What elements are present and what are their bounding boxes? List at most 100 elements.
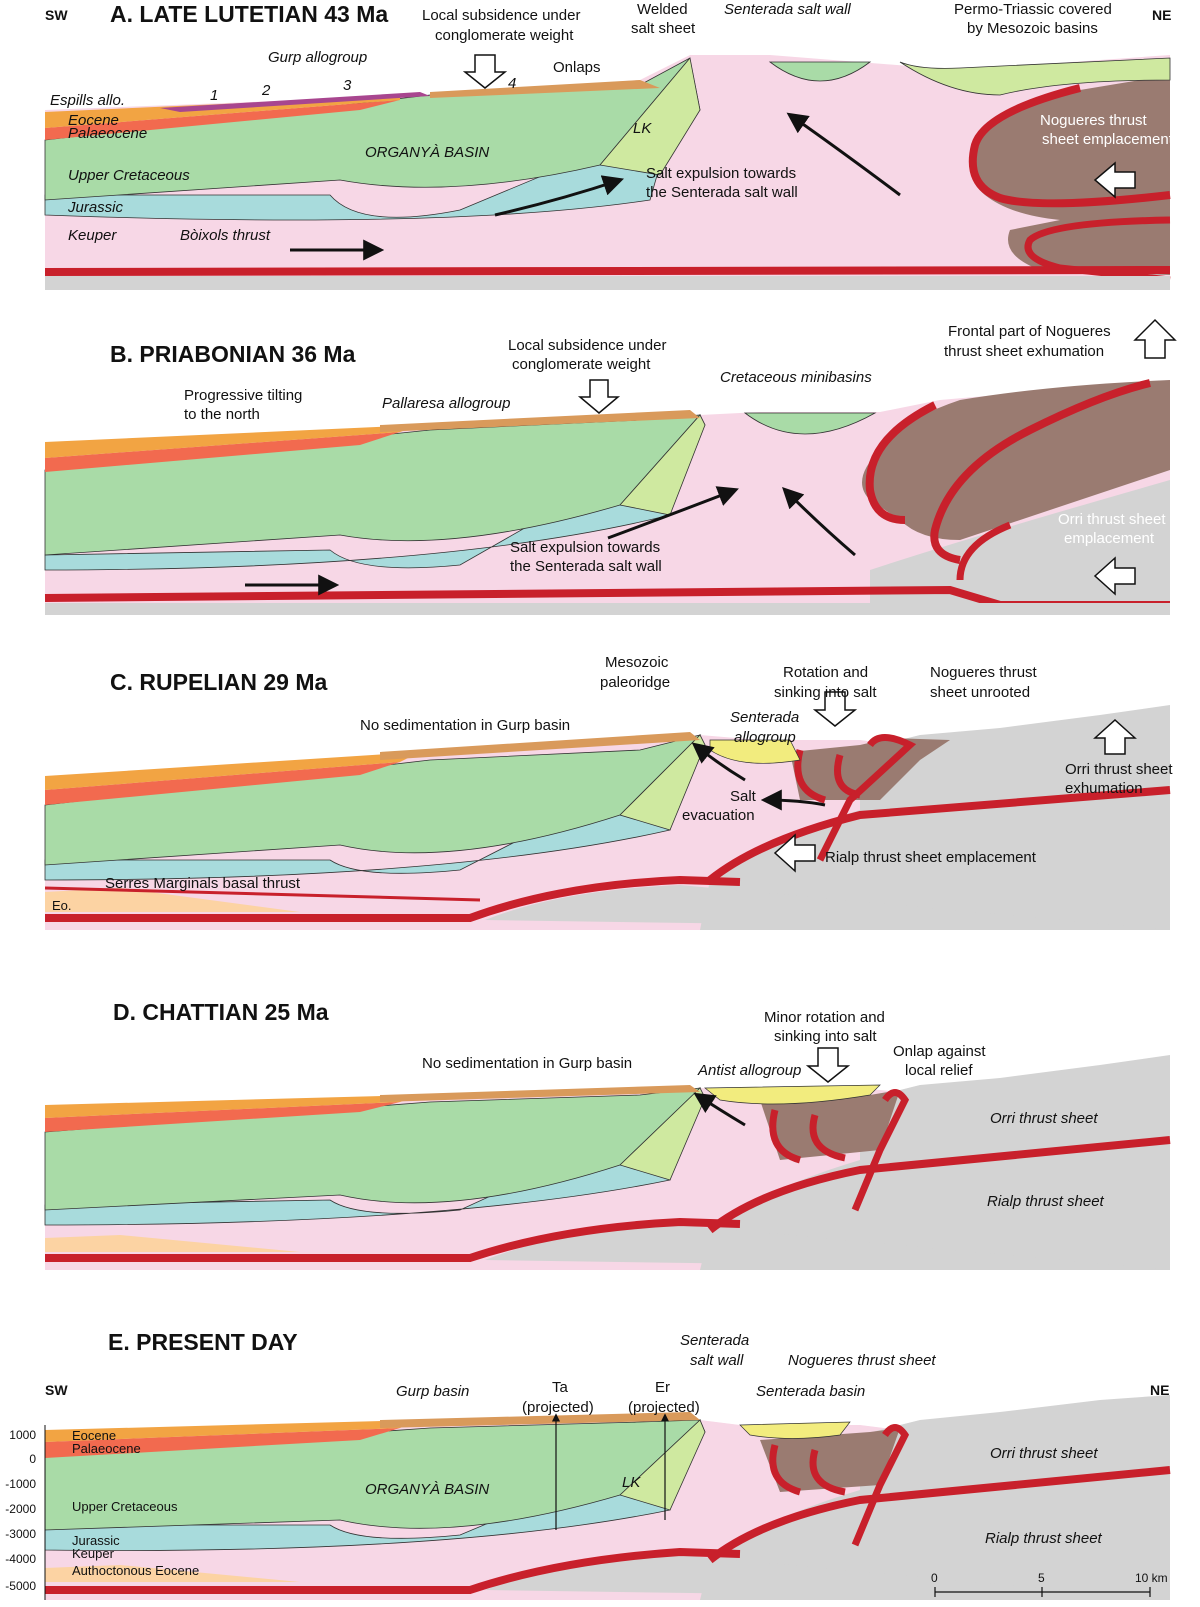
- panel-e-label: Senterada: [680, 1332, 749, 1349]
- panel-e-scale-label: 10 km: [1135, 1571, 1168, 1585]
- panel-a-title: A. LATE LUTETIAN 43 Ma: [110, 1, 388, 27]
- panel-c-label: Eo.: [52, 898, 72, 913]
- panel-e-label: Orri thrust sheet: [990, 1445, 1098, 1462]
- panel-c: C. RUPELIAN 29 Ma Mesozoic paleoridge Ro…: [44, 654, 1173, 930]
- panel-c-label: sheet unrooted: [930, 684, 1030, 701]
- panel-e-senterada-fill: [739, 1421, 851, 1439]
- panel-c-auto-eocene: [45, 888, 300, 912]
- panel-a-arrow-2: [494, 175, 624, 217]
- panel-a-thrust-nogueres: [968, 84, 1171, 208]
- panel-a-label: Gurp allogroup: [268, 49, 367, 66]
- panel-c-thrust-rialp: [707, 786, 1171, 884]
- panel-a-label: Upper Cretaceous: [68, 167, 190, 184]
- panel-c-grey-lower: [485, 885, 1170, 930]
- panel-c-open-arrow-down: [812, 691, 858, 727]
- panel-e-depth-tick: -4000: [5, 1552, 36, 1566]
- panel-c-label: sinking into salt: [774, 684, 877, 701]
- panel-e-auto-eocene: [45, 1565, 300, 1582]
- panel-c-label: evacuation: [682, 807, 755, 824]
- panel-e-label: Senterada basin: [756, 1383, 865, 1400]
- panel-e-lk: [619, 1419, 706, 1511]
- panel-d-jurassic: [44, 1086, 706, 1226]
- panel-a-label: Senterada salt wall: [724, 1, 851, 18]
- panel-a-label: sheet emplacement: [1042, 131, 1174, 148]
- panel-b-thrust-3: [956, 521, 1012, 581]
- panel-b-basement: [45, 603, 1170, 615]
- panel-c-label: Nogueres thrust: [930, 664, 1038, 681]
- panel-d-arrow-1: [693, 1092, 746, 1127]
- panel-b-label: emplacement: [1064, 530, 1155, 547]
- panel-a-lk: [599, 57, 701, 176]
- panel-d-label: Minor rotation and: [764, 1009, 885, 1026]
- panel-e-ne: NE: [1150, 1382, 1169, 1398]
- panel-a-conglomerate: [430, 80, 660, 98]
- panel-e-block-arc-1: [769, 1444, 802, 1496]
- panel-a-sw: SW: [45, 7, 68, 23]
- panel-b-thrust-1: [865, 401, 937, 524]
- panel-c-label: Rialp thrust sheet emplacement: [825, 849, 1037, 866]
- panel-b-thrust-2: [930, 379, 1151, 564]
- panel-a-purple: [160, 92, 430, 112]
- panel-e-depth-tick: -5000: [5, 1579, 36, 1593]
- panel-b-open-arrow-down: [577, 379, 621, 414]
- panel-d-eocene: [45, 1095, 420, 1118]
- panel-c-arrow-2: [760, 789, 826, 811]
- panel-b-label: Progressive tilting: [184, 387, 302, 404]
- panel-c-label: allogroup: [734, 729, 796, 746]
- panel-e-label: Gurp basin: [396, 1383, 469, 1400]
- panel-e-grey-upper: [700, 1395, 1170, 1600]
- panel-a-minibasin-1: [768, 61, 872, 82]
- panel-d-label: sinking into salt: [774, 1028, 877, 1045]
- panel-d-block-arc-1: [769, 1109, 802, 1164]
- panel-d-grey-lower: [485, 1225, 1170, 1270]
- panel-a-open-arrow-left: [1093, 161, 1136, 199]
- panel-a-label: LK: [633, 120, 652, 137]
- panel-c-label: Serres Marginals basal thrust: [105, 875, 301, 892]
- panel-c-blocks: [790, 738, 950, 800]
- panel-a-label: Nogueres thrust: [1040, 112, 1148, 129]
- panel-a: SW A. LATE LUTETIAN 43 Ma NE Local subsi…: [44, 1, 1174, 290]
- panel-e-label: Ta: [552, 1379, 569, 1396]
- panel-b-label: Salt expulsion towards: [510, 539, 660, 556]
- panel-b-label: Cretaceous minibasins: [720, 369, 872, 386]
- panel-b-lk: [619, 414, 706, 516]
- panel-e-grey-lower: [485, 1555, 1170, 1600]
- panel-e-label: Er: [655, 1379, 670, 1396]
- panel-a-label: Local subsidence under: [422, 7, 580, 24]
- panel-b-label: conglomerate weight: [512, 356, 651, 373]
- panel-b-open-arrow-left: [1093, 556, 1136, 596]
- panel-c-open-arrow-left: [773, 833, 816, 873]
- panel-a-label: ORGANYÀ BASIN: [365, 144, 489, 161]
- panel-c-conglomerate: [380, 732, 700, 760]
- panel-b-minibasin: [743, 412, 877, 435]
- panel-c-arrow-1: [691, 742, 746, 782]
- panel-e-label: (projected): [522, 1399, 594, 1416]
- panel-c-label: exhumation: [1065, 780, 1143, 797]
- panel-a-label: conglomerate weight: [435, 27, 574, 44]
- panel-a-ne: NE: [1152, 7, 1171, 23]
- panel-a-arrow-3: [786, 112, 901, 197]
- panel-a-thrust-lower: [1024, 216, 1171, 284]
- panel-a-label: 2: [261, 82, 271, 99]
- panel-e-depth-tick: 0: [29, 1452, 36, 1466]
- panel-b-open-arrow-up: [1133, 318, 1177, 359]
- panel-e: E. PRESENT DAY SW NE Senterada salt wall…: [5, 1329, 1171, 1600]
- panel-c-jurassic: [44, 733, 706, 881]
- panel-e-jurassic: [44, 1418, 706, 1551]
- panel-d-label: Antist allogroup: [697, 1062, 801, 1079]
- panel-e-eocene: [45, 1420, 420, 1442]
- panel-e-label: Nogueres thrust sheet: [788, 1352, 936, 1369]
- panel-a-label: Jurassic: [67, 199, 124, 216]
- panel-e-label: Authoctonous Eocene: [72, 1563, 199, 1578]
- panel-a-label: 4: [508, 75, 516, 92]
- panel-e-scale-label: 5: [1038, 1571, 1045, 1585]
- panel-d-open-arrow-down: [805, 1047, 851, 1083]
- panel-a-palaeocene: [45, 100, 400, 140]
- panel-b-label: Pallaresa allogroup: [382, 395, 510, 412]
- panel-b-arrow-2: [607, 486, 739, 540]
- panel-c-label: Salt: [730, 788, 757, 805]
- panel-c-label: paleoridge: [600, 674, 670, 691]
- panel-e-palaeocene: [45, 1428, 400, 1458]
- panel-c-grey-upper: [700, 705, 1170, 930]
- panel-e-sw: SW: [45, 1382, 68, 1398]
